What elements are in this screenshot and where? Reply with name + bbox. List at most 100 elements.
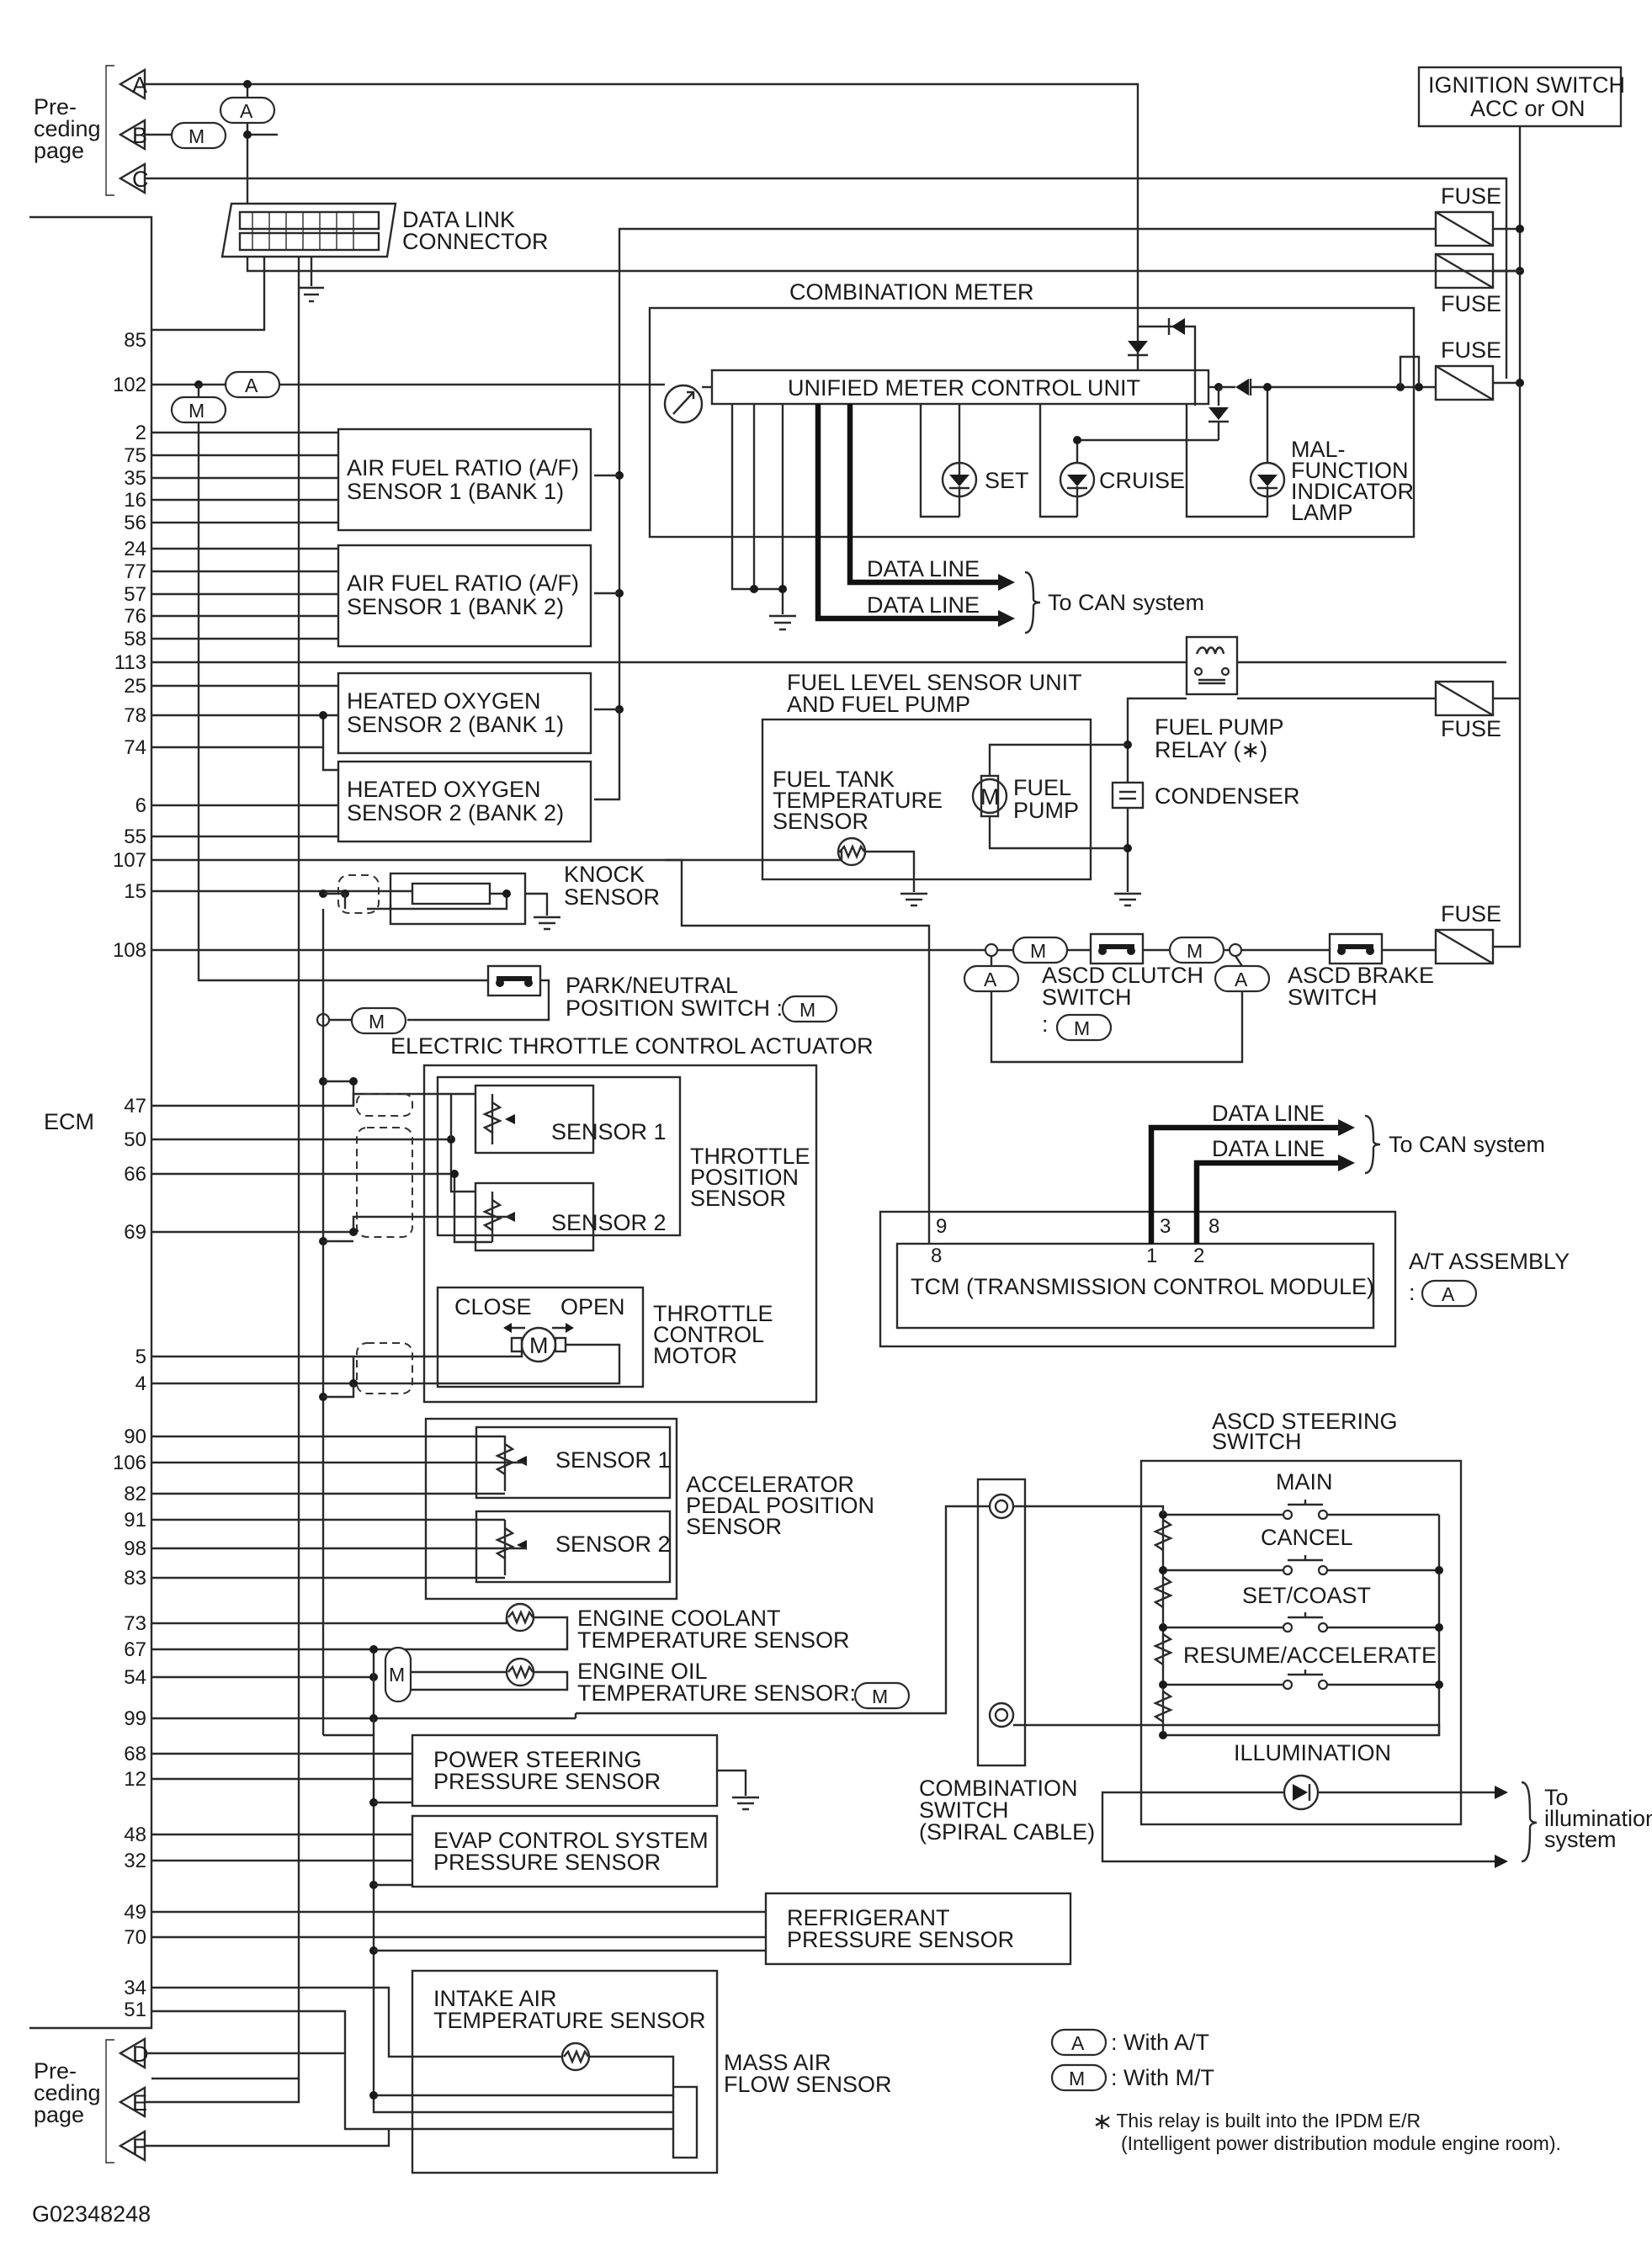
evap-sensor-label: PRESSURE SENSOR xyxy=(433,1850,661,1875)
at-assembly-label: A/T ASSEMBLY xyxy=(1409,1249,1570,1274)
ecm-label: ECM xyxy=(44,1109,94,1134)
ecm-pin: 68 xyxy=(124,1743,146,1765)
ecm-pin: 54 xyxy=(124,1666,146,1689)
connector-d-letter: D xyxy=(132,2041,149,2067)
ascd-steering-switch: ASCD STEERING SWITCH MAIN CANCEL SET/COA… xyxy=(1139,1409,1463,1826)
knock-sensor: KNOCK SENSOR xyxy=(389,862,660,926)
to-illumination-label: To xyxy=(1544,1785,1569,1810)
ascd-brake-switch: ASCD BRAKE SWITCH xyxy=(1288,932,1434,1010)
park-neutral-label: POSITION SWITCH : xyxy=(566,995,783,1021)
fuse-3: FUSE xyxy=(1434,337,1501,401)
ecm-pin: 99 xyxy=(124,1707,146,1730)
tcm-label: TCM (TRANSMISSION CONTROL MODULE) xyxy=(911,1274,1374,1299)
ecm-pin: 73 xyxy=(124,1612,146,1635)
tag-mt: M xyxy=(1030,940,1046,962)
at-assembly-label: : xyxy=(1409,1280,1416,1305)
throttle-position-label: POSITION xyxy=(690,1165,799,1190)
ascd-clutch-label: : xyxy=(1042,1011,1049,1037)
fuse-label: FUSE xyxy=(1441,716,1501,741)
preceding-page-bottom: Pre- ceding page D E F xyxy=(34,2036,149,2163)
tag-at: A xyxy=(1235,969,1248,990)
iat-sensor-label: INTAKE AIR xyxy=(433,1986,557,2011)
refrigerant-label: PRESSURE SENSOR xyxy=(787,1927,1014,1952)
mil-label: INDICATOR xyxy=(1291,479,1414,504)
to-illumination-label: illumination xyxy=(1544,1806,1652,1831)
ecm-pin: 67 xyxy=(124,1638,146,1661)
ecm-pin: 56 xyxy=(124,512,146,534)
fuel-pump-relay: FUEL PUMP RELAY (∗) xyxy=(1155,635,1284,762)
af-sensor-2-label: AIR FUEL RATIO (A/F) xyxy=(347,571,579,596)
knock-sensor-label: SENSOR xyxy=(564,884,660,910)
fuse-5: FUSE xyxy=(1434,901,1501,965)
ecm-pin: 82 xyxy=(124,1483,146,1505)
combination-switch-label: SWITCH xyxy=(919,1797,1008,1823)
data-line-label: DATA LINE xyxy=(1212,1136,1325,1161)
ecm-pin: 98 xyxy=(124,1537,146,1560)
data-link-connector-label: CONNECTOR xyxy=(402,229,549,254)
fuse-1: FUSE xyxy=(1434,183,1501,247)
fuel-pump-motor-symbol: M xyxy=(980,784,1000,810)
ecm-pin: 85 xyxy=(124,329,146,352)
combination-meter: COMBINATION METER UNIFIED METER CONTROL … xyxy=(648,279,1436,634)
ps-sensor-label: PRESSURE SENSOR xyxy=(433,1769,661,1794)
evap-pressure-sensor: EVAP CONTROL SYSTEM PRESSURE SENSOR xyxy=(411,1814,719,1888)
park-neutral-switch: PARK/NEUTRAL POSITION SWITCH : M xyxy=(486,964,838,1023)
preceding-page-top: Pre- ceding page A B C xyxy=(34,65,149,196)
data-line-label: DATA LINE xyxy=(1212,1101,1325,1126)
cancel-switch-label: CANCEL xyxy=(1261,1525,1353,1550)
ascd-steering-title: ASCD STEERING xyxy=(1212,1409,1398,1434)
ect-sensor-label: ENGINE COOLANT xyxy=(577,1606,781,1631)
ecm: ECM 85 102 2 75 35 16 56 24 77 57 76 58 … xyxy=(29,215,153,2030)
af-sensor-bank-2: AIR FUEL RATIO (A/F) SENSOR 1 (BANK 2) xyxy=(337,544,592,648)
ecm-pin: 4 xyxy=(135,1372,146,1395)
combination-switch-label: (SPIRAL CABLE) xyxy=(919,1819,1095,1845)
connector-f-letter: F xyxy=(132,2134,146,2159)
tag-at: A xyxy=(1442,1283,1455,1305)
preceding-page-label: page xyxy=(34,2102,84,2127)
cruise-lamp-label: CRUISE xyxy=(1099,468,1185,493)
fuse-4: FUSE xyxy=(1434,680,1501,741)
legend-with-at: : With A/T xyxy=(1111,2030,1209,2055)
evap-sensor-label: EVAP CONTROL SYSTEM xyxy=(433,1828,709,1853)
fuse-label: FUSE xyxy=(1441,291,1501,316)
ect-sensor-label: TEMPERATURE SENSOR xyxy=(577,1627,850,1653)
set-lamp-label: SET xyxy=(985,468,1029,493)
close-label: CLOSE xyxy=(454,1294,532,1319)
ecm-pin: 5 xyxy=(135,1346,146,1368)
ecm-pin: 102 xyxy=(113,374,146,396)
ecm-pin: 70 xyxy=(124,1926,146,1949)
tag-mt: M xyxy=(799,999,815,1021)
power-steering-pressure-sensor: POWER STEERING PRESSURE SENSOR xyxy=(411,1733,719,1808)
app-sensor-label: SENSOR xyxy=(686,1514,782,1539)
tag-mt: M xyxy=(189,400,205,422)
ignition-switch: IGNITION SWITCH ACC or ON xyxy=(1417,66,1625,128)
connector-e-letter: E xyxy=(132,2090,147,2116)
preceding-page-label: Pre- xyxy=(34,94,77,119)
fuse-label: FUSE xyxy=(1441,901,1501,926)
tag-at: A xyxy=(984,969,997,990)
maf-sensor-label: MASS AIR xyxy=(724,2050,831,2075)
electric-throttle-control-actuator: ELECTRIC THROTTLE CONTROL ACTUATOR SENSO… xyxy=(390,1033,874,1404)
knock-sensor-label: KNOCK xyxy=(564,862,645,887)
tag-mt: M xyxy=(1187,940,1203,962)
ecm-pin: 78 xyxy=(124,704,146,727)
refrigerant-pressure-sensor: REFRIGERANT PRESSURE SENSOR xyxy=(764,1892,1072,1966)
ascd-clutch-label: ASCD CLUTCH xyxy=(1042,963,1203,988)
ecm-pin: 76 xyxy=(124,605,146,628)
ps-sensor-label: POWER STEERING xyxy=(433,1747,642,1772)
ascd-steering-title: SWITCH xyxy=(1212,1429,1301,1454)
fuel-level-unit-label: AND FUEL PUMP xyxy=(787,692,970,717)
preceding-page-label: page xyxy=(34,138,84,163)
ecm-pin: 34 xyxy=(124,1977,146,1999)
ecm-pin: 66 xyxy=(124,1163,146,1186)
ascd-clutch-switch: ASCD CLUTCH SWITCH : M xyxy=(1042,932,1203,1042)
ascd-brake-label: ASCD BRAKE xyxy=(1288,963,1434,988)
ecm-pin: 49 xyxy=(124,1901,146,1924)
ecm-pin: 108 xyxy=(113,939,146,962)
to-can-label: To CAN system xyxy=(1048,590,1204,615)
heated-oxygen-sensor-bank-1: HEATED OXYGEN SENSOR 2 (BANK 1) xyxy=(337,672,592,755)
connector-c-letter: C xyxy=(132,167,149,192)
tcm-pin: 8 xyxy=(931,1245,942,1267)
resume-switch-label: RESUME/ACCELERATE xyxy=(1183,1643,1437,1668)
park-neutral-label: PARK/NEUTRAL xyxy=(566,973,738,998)
